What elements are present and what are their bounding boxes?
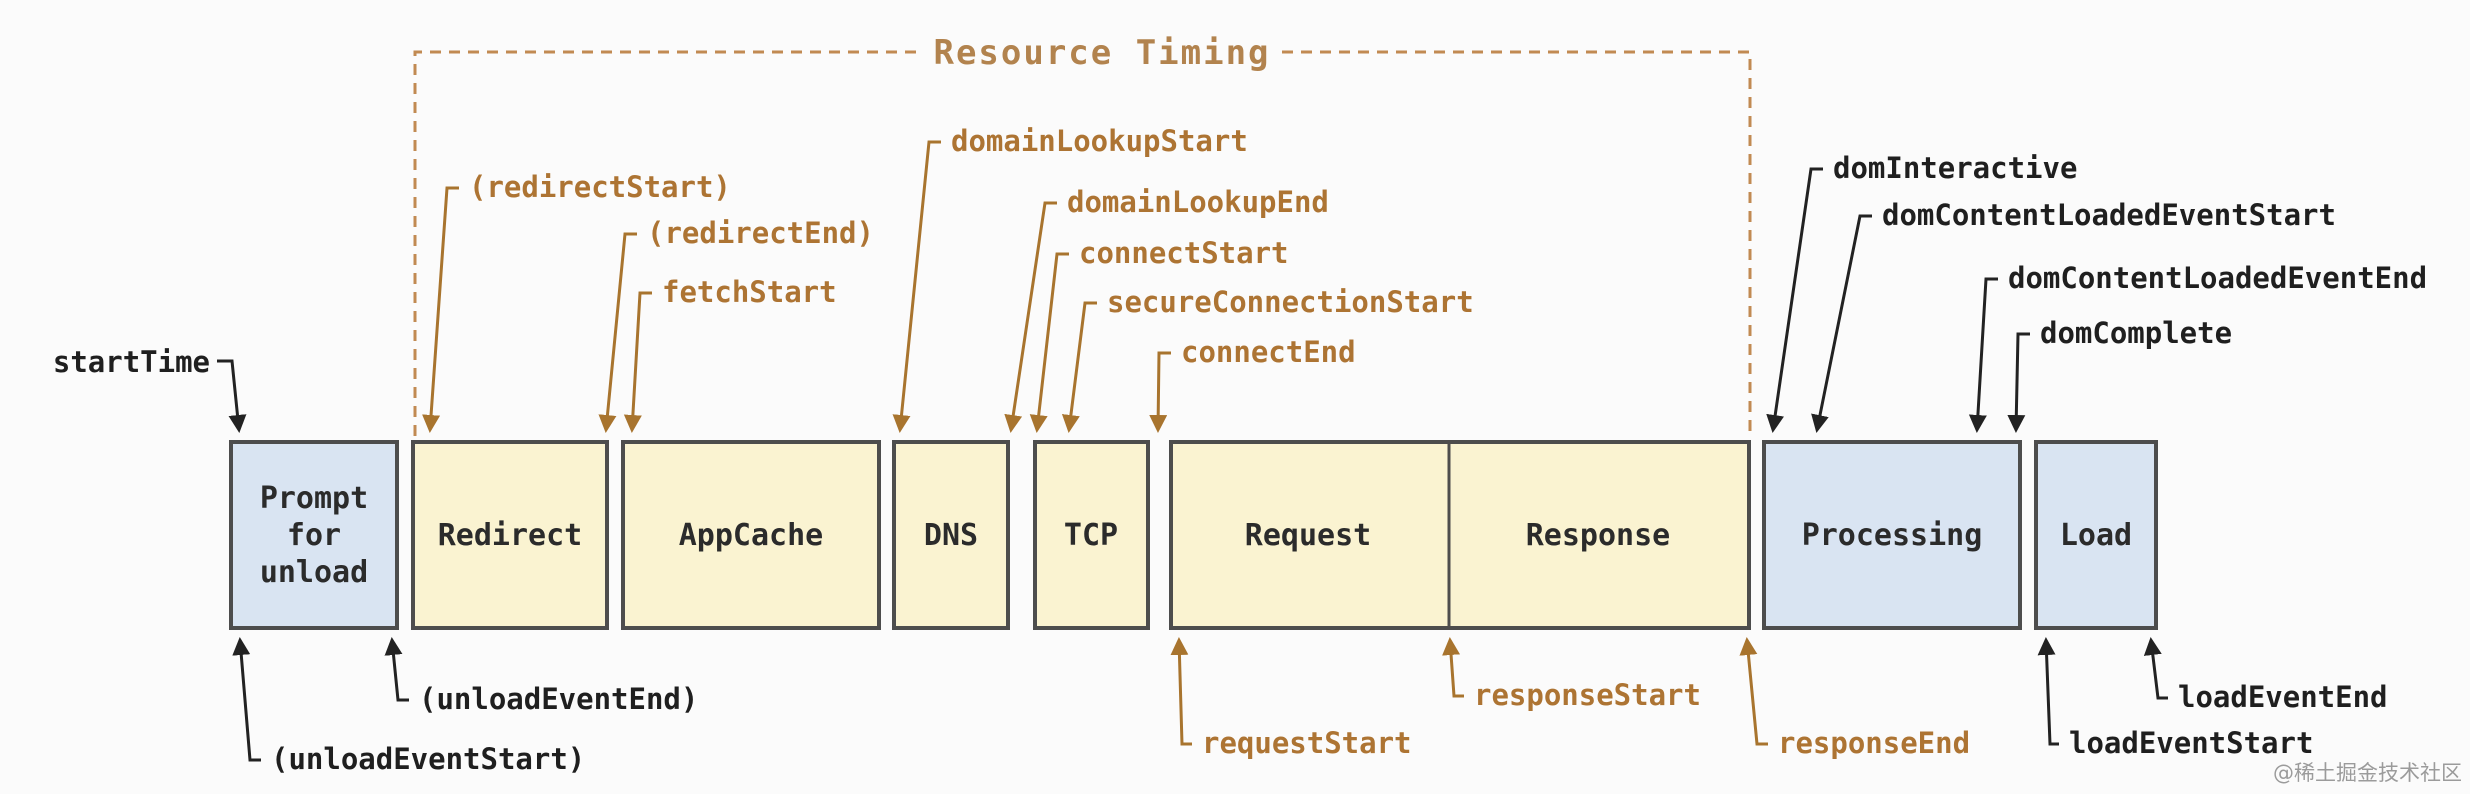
dom-content-loaded-event-end-arrow <box>1968 277 1998 433</box>
annotation-response-start: responseStart <box>1442 637 1701 712</box>
box-processing: Processing <box>1762 440 2022 630</box>
dom-content-loaded-event-start-label: domContentLoadedEventStart <box>1882 198 2336 232</box>
annotation-request-start: requestStart <box>1170 637 1412 760</box>
response-start-label: responseStart <box>1474 678 1701 712</box>
box-tcp-label: TCP <box>1064 518 1118 553</box>
annotation-load-event-end: loadEventEnd <box>2143 637 2388 714</box>
bracket-right-dashes <box>1282 50 1752 436</box>
annotation-dom-content-loaded-event-end: domContentLoadedEventEnd <box>1968 261 2427 433</box>
dom-content-loaded-event-end-label: domContentLoadedEventEnd <box>2008 261 2427 295</box>
request-start-label: requestStart <box>1202 726 1412 760</box>
annotation-response-end: responseEnd <box>1739 637 1970 760</box>
box-response-label: Response <box>1526 518 1671 553</box>
box-prompt-line1: Prompt <box>260 481 368 516</box>
dom-complete-label: domComplete <box>2040 316 2232 350</box>
box-appcache: AppCache <box>621 440 881 630</box>
box-redirect-label: Redirect <box>438 518 583 553</box>
connect-end-arrow <box>1149 351 1171 433</box>
box-dns-label: DNS <box>924 518 978 553</box>
request-start-arrow <box>1170 637 1192 746</box>
unload-event-start-arrow <box>232 637 261 762</box>
load-event-start-label: loadEventStart <box>2069 726 2313 760</box>
bottom-annotations: (unloadEventStart) (unloadEventEnd) requ… <box>232 637 2388 776</box>
annotation-connect-start: connectStart <box>1029 236 1289 433</box>
annotation-redirect-end: (redirectEnd) <box>598 216 874 433</box>
box-prompt-line3: unload <box>260 555 368 590</box>
connect-end-label: connectEnd <box>1181 335 1356 369</box>
dom-complete-arrow <box>2007 332 2030 433</box>
domain-lookup-start-arrow <box>892 140 941 433</box>
annotation-redirect-start: (redirectStart) <box>422 170 731 433</box>
redirect-start-arrow <box>422 186 459 433</box>
domain-lookup-end-label: domainLookupEnd <box>1067 185 1329 219</box>
unload-event-end-label: (unloadEventEnd) <box>419 682 698 716</box>
response-start-arrow <box>1442 637 1464 698</box>
box-load-label: Load <box>2060 518 2132 553</box>
domain-lookup-end-arrow <box>1004 201 1057 433</box>
box-dns: DNS <box>892 440 1010 630</box>
load-event-start-arrow <box>2037 637 2059 746</box>
secure-connection-start-label: secureConnectionStart <box>1107 285 1474 319</box>
fetch-start-arrow <box>623 291 652 433</box>
unload-event-end-arrow <box>384 637 409 702</box>
secure-connection-start-arrow <box>1061 301 1097 433</box>
watermark: @稀土掘金技术社区 <box>2273 761 2462 785</box>
annotation-dom-interactive: domInteractive <box>1766 151 2077 433</box>
unload-event-start-label: (unloadEventStart) <box>271 742 585 776</box>
response-end-arrow <box>1739 637 1768 746</box>
load-event-end-label: loadEventEnd <box>2178 680 2388 714</box>
annotation-unload-event-start: (unloadEventStart) <box>232 637 585 776</box>
annotation-load-event-start: loadEventStart <box>2037 637 2313 760</box>
box-tcp: TCP <box>1033 440 1150 630</box>
redirect-end-label: (redirectEnd) <box>647 216 874 250</box>
resource-timing-bracket: Resource Timing <box>413 33 1752 436</box>
box-request-response: Request Response <box>1169 440 1751 630</box>
annotation-unload-event-end: (unloadEventEnd) <box>384 637 698 716</box>
response-end-label: responseEnd <box>1778 726 1970 760</box>
connect-start-arrow <box>1029 252 1069 433</box>
fetch-start-label: fetchStart <box>662 275 837 309</box>
timeline-boxes: Prompt for unload Redirect AppCache DNS … <box>229 440 2158 630</box>
dom-interactive-arrow <box>1766 167 1823 433</box>
resource-timing-title: Resource Timing <box>933 33 1270 73</box>
dom-content-loaded-event-start-arrow <box>1811 214 1872 433</box>
annotation-secure-connection-start: secureConnectionStart <box>1061 285 1474 433</box>
annotation-connect-end: connectEnd <box>1149 335 1356 433</box>
dom-interactive-label: domInteractive <box>1833 151 2077 185</box>
box-prompt-for-unload: Prompt for unload <box>229 440 399 630</box>
box-appcache-label: AppCache <box>679 518 824 553</box>
redirect-end-arrow <box>598 232 637 433</box>
box-request-label: Request <box>1245 518 1371 553</box>
domain-lookup-start-label: domainLookupStart <box>951 124 1248 158</box>
box-prompt-line2: for <box>287 518 341 553</box>
load-event-end-arrow <box>2143 637 2168 700</box>
annotation-domain-lookup-start: domainLookupStart <box>892 124 1248 433</box>
start-time-arrow <box>217 359 247 433</box>
annotation-dom-complete: domComplete <box>2007 316 2232 433</box>
box-redirect: Redirect <box>411 440 609 630</box>
annotation-domain-lookup-end: domainLookupEnd <box>1004 185 1329 433</box>
connect-start-label: connectStart <box>1079 236 1289 270</box>
annotation-fetch-start: fetchStart <box>623 275 837 433</box>
start-time-label: startTime <box>53 345 210 379</box>
redirect-start-label: (redirectStart) <box>469 170 731 204</box>
annotation-start-time: startTime <box>53 345 247 433</box>
top-annotations: (redirectStart) (redirectEnd) fetchStart… <box>53 124 2427 433</box>
box-processing-label: Processing <box>1802 518 1983 553</box>
bracket-left-dashes <box>413 50 922 436</box>
box-load: Load <box>2034 440 2158 630</box>
annotation-dom-content-loaded-event-start: domContentLoadedEventStart <box>1811 198 2336 433</box>
